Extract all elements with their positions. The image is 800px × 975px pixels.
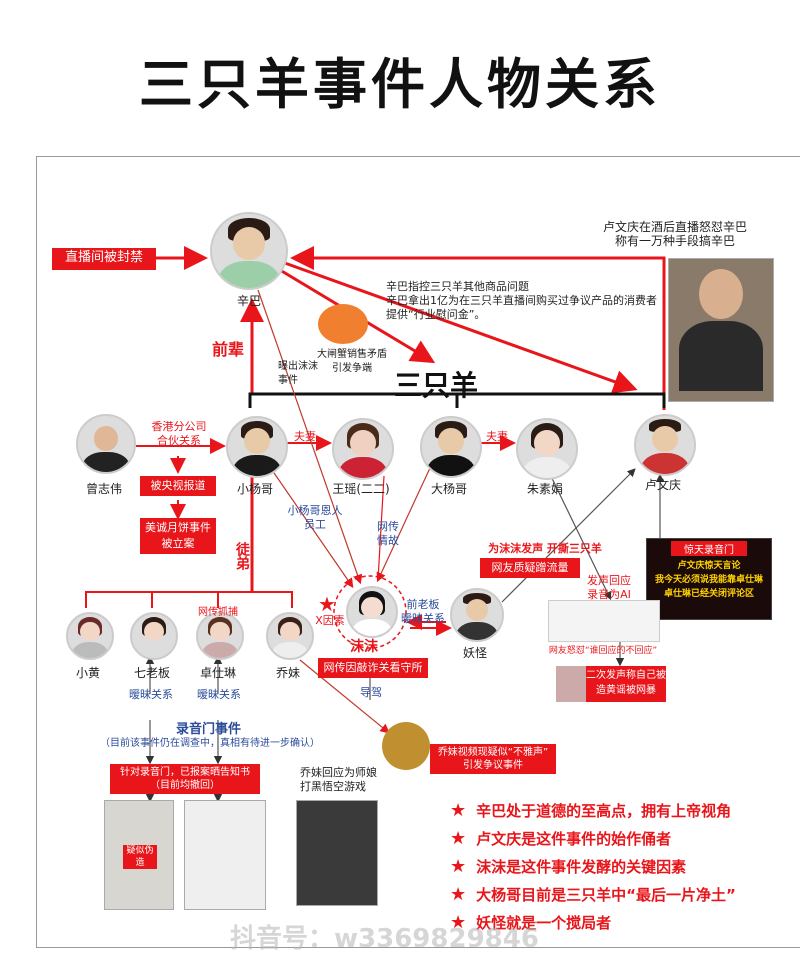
rumor-zhuo-label: 网传抓捕 <box>198 607 238 618</box>
star-icon: ★ <box>450 912 467 933</box>
lu-video: 惊天录音门 卢文庆惊天言论 我今天必须说我能靠卓仕琳 卓仕琳已经关闭评论区 <box>646 538 772 620</box>
doc-photo-1: 疑似伪造 <box>104 800 174 910</box>
speak-for-label: 为沫沫发声 开撕三只羊 <box>488 542 602 555</box>
bullet-item: ★ 辛巴处于道德的至高点，拥有上帝视角 <box>450 800 731 821</box>
avatar-luwenqing <box>634 414 696 476</box>
recording-title: 录音门事件 <box>176 722 242 737</box>
avatar-xiaohuang <box>66 612 114 660</box>
avatar-wangyao <box>332 418 394 480</box>
avatar-zhuoshilin <box>196 612 244 660</box>
avatar-zengzhiwei <box>76 414 136 474</box>
rumor-affair-label: 网传 情故 <box>377 520 399 547</box>
diagram-frame <box>36 156 800 948</box>
qiaomei-reply-photo <box>296 800 378 906</box>
sanzhiyang-label: 三只羊 <box>394 369 479 402</box>
name-luwenqing: 卢文庆 <box>644 478 681 492</box>
bullet-text: 妖怪就是一个搅局者 <box>476 914 612 932</box>
name-zengzhiwei: 曾志伟 <box>85 482 122 496</box>
bullet-item: ★ 沫沫是这件事件发酵的关键因素 <box>450 856 686 877</box>
crab-label: 大闸蟹销售矛盾 引发争端 <box>317 349 387 374</box>
label-tudi: 徒弟 <box>234 542 250 570</box>
x-star-icon: ★ <box>318 592 336 616</box>
crab-image <box>318 304 368 344</box>
ai-reply-label: 发声回应 录音为AI <box>587 574 631 601</box>
avatar-yaoguai <box>450 588 504 642</box>
avatar-momo <box>346 586 398 638</box>
second-statement-thumb <box>556 666 586 702</box>
fuqi-label-2: 夫妻 <box>486 430 508 443</box>
qiaomei-video-box: 乔妹视频现疑似“不雅声” 引发争议事件 <box>430 744 556 774</box>
bullet-item: ★ 大杨哥目前是三只羊中“最后一片净土” <box>450 884 736 905</box>
label-qianbei: 前辈 <box>212 340 245 359</box>
angry-netizen-label: 网友怒怼“谁回应的不回应” <box>548 646 658 656</box>
benefactor-label: 小杨哥恩人 员工 <box>287 504 343 531</box>
star-icon: ★ <box>450 856 467 877</box>
star-icon: ★ <box>450 800 467 821</box>
x-factor-label: X因素 <box>315 614 345 627</box>
mentor-label: 导驾 <box>360 686 382 699</box>
fuqi-label-1: 夫妻 <box>294 430 316 443</box>
avatar-qilaoban <box>130 612 178 660</box>
bullet-text: 卢文庆是这件事件的始作俑者 <box>476 830 672 848</box>
qiaomei-reply-label: 乔妹回应为师娘 打黑悟空游戏 <box>300 766 377 793</box>
avatar-xiaoyangge <box>226 416 288 478</box>
name-yaoguai: 妖怪 <box>462 646 487 660</box>
name-zhuoshilin: 卓仕琳 <box>199 666 236 680</box>
name-qilaoban: 七老板 <box>133 666 170 680</box>
mooncake-box: 美诚月饼事件 被立案 <box>140 518 216 554</box>
watermark: 抖音号：w3369829846 <box>230 924 539 954</box>
avatar-zhusujuan <box>516 418 578 480</box>
expose-label: 曝出沫沫 事件 <box>278 361 318 386</box>
qiaomei-video-thumb <box>382 722 430 770</box>
detained-box: 网传因敲诈关看守所 <box>318 658 428 678</box>
second-statement-text: 二次发声称自己被 造黄谣被网暴 <box>586 670 666 696</box>
lu-video-text: 卢文庆惊天言论 我今天必须说我能靠卓仕琳 卓仕琳已经关闭评论区 <box>654 561 763 599</box>
bullet-text: 沫沫是这件事件发酵的关键因素 <box>476 858 687 876</box>
name-xiaohuang: 小黄 <box>75 666 100 680</box>
comment-screenshot <box>548 600 660 642</box>
name-zhusujuan: 朱素娟 <box>526 482 563 496</box>
lu-video-title: 惊天录音门 <box>671 541 747 556</box>
name-momo: 沫沫 <box>350 639 378 655</box>
suspect-fake-stamp: 疑似伪造 <box>123 845 157 869</box>
boss-ambiguous-label: 前老板 暧昧关系 <box>401 598 445 625</box>
star-icon: ★ <box>450 884 467 905</box>
second-statement-box: 二次发声称自己被 造黄谣被网暴 <box>556 666 666 702</box>
name-xinba: 辛巴 <box>236 294 261 308</box>
recording-note: （目前该事件仍在调查中，真相有待进一步确认） <box>100 738 320 749</box>
cctv-box: 被央视报道 <box>140 476 216 496</box>
name-dayangge: 大杨哥 <box>430 482 467 496</box>
lu-note: 卢文庆在酒后直播怒怼辛巴 称有一万种手段搞辛巴 <box>602 220 747 248</box>
recording-box: 针对录音门，已报案晒告知书 （目前均撤回） <box>110 764 260 794</box>
bullet-item: ★ 卢文庆是这件事件的始作俑者 <box>450 828 671 849</box>
doc-photo-2 <box>184 800 266 910</box>
xinba-note-3: 提供“行业慰问金”。 <box>386 308 486 321</box>
xinba-note-1: 辛巴指控三只羊其他商品问题 <box>386 280 529 293</box>
bullet-text: 大杨哥目前是三只羊中“最后一片净土” <box>476 886 736 904</box>
name-wangyao: 王瑶(二二) <box>332 482 390 496</box>
lu-photo <box>668 258 774 402</box>
ambiguous-label-1: 暧昧关系 <box>129 688 173 701</box>
hk-partner: 香港分公司 合伙关系 <box>151 420 207 447</box>
name-xiaoyangge: 小杨哥 <box>236 482 273 496</box>
traffic-box: 网友质疑蹭流量 <box>480 558 580 578</box>
bullet-item: ★ 妖怪就是一个搅局者 <box>450 912 611 933</box>
banned-box: 直播间被封禁 <box>52 248 156 270</box>
name-qiaomei: 乔妹 <box>275 666 300 680</box>
ambiguous-label-2: 暧昧关系 <box>197 688 241 701</box>
bullet-text: 辛巴处于道德的至高点，拥有上帝视角 <box>476 802 732 820</box>
avatar-xinba <box>210 212 288 290</box>
star-icon: ★ <box>450 828 467 849</box>
avatar-dayangge <box>420 416 482 478</box>
page-title: 三只羊事件人物关系 <box>139 53 661 116</box>
xinba-note-2: 辛巴拿出1亿为在三只羊直播间购买过争议产品的消费者 <box>386 294 657 307</box>
avatar-qiaomei <box>266 612 314 660</box>
